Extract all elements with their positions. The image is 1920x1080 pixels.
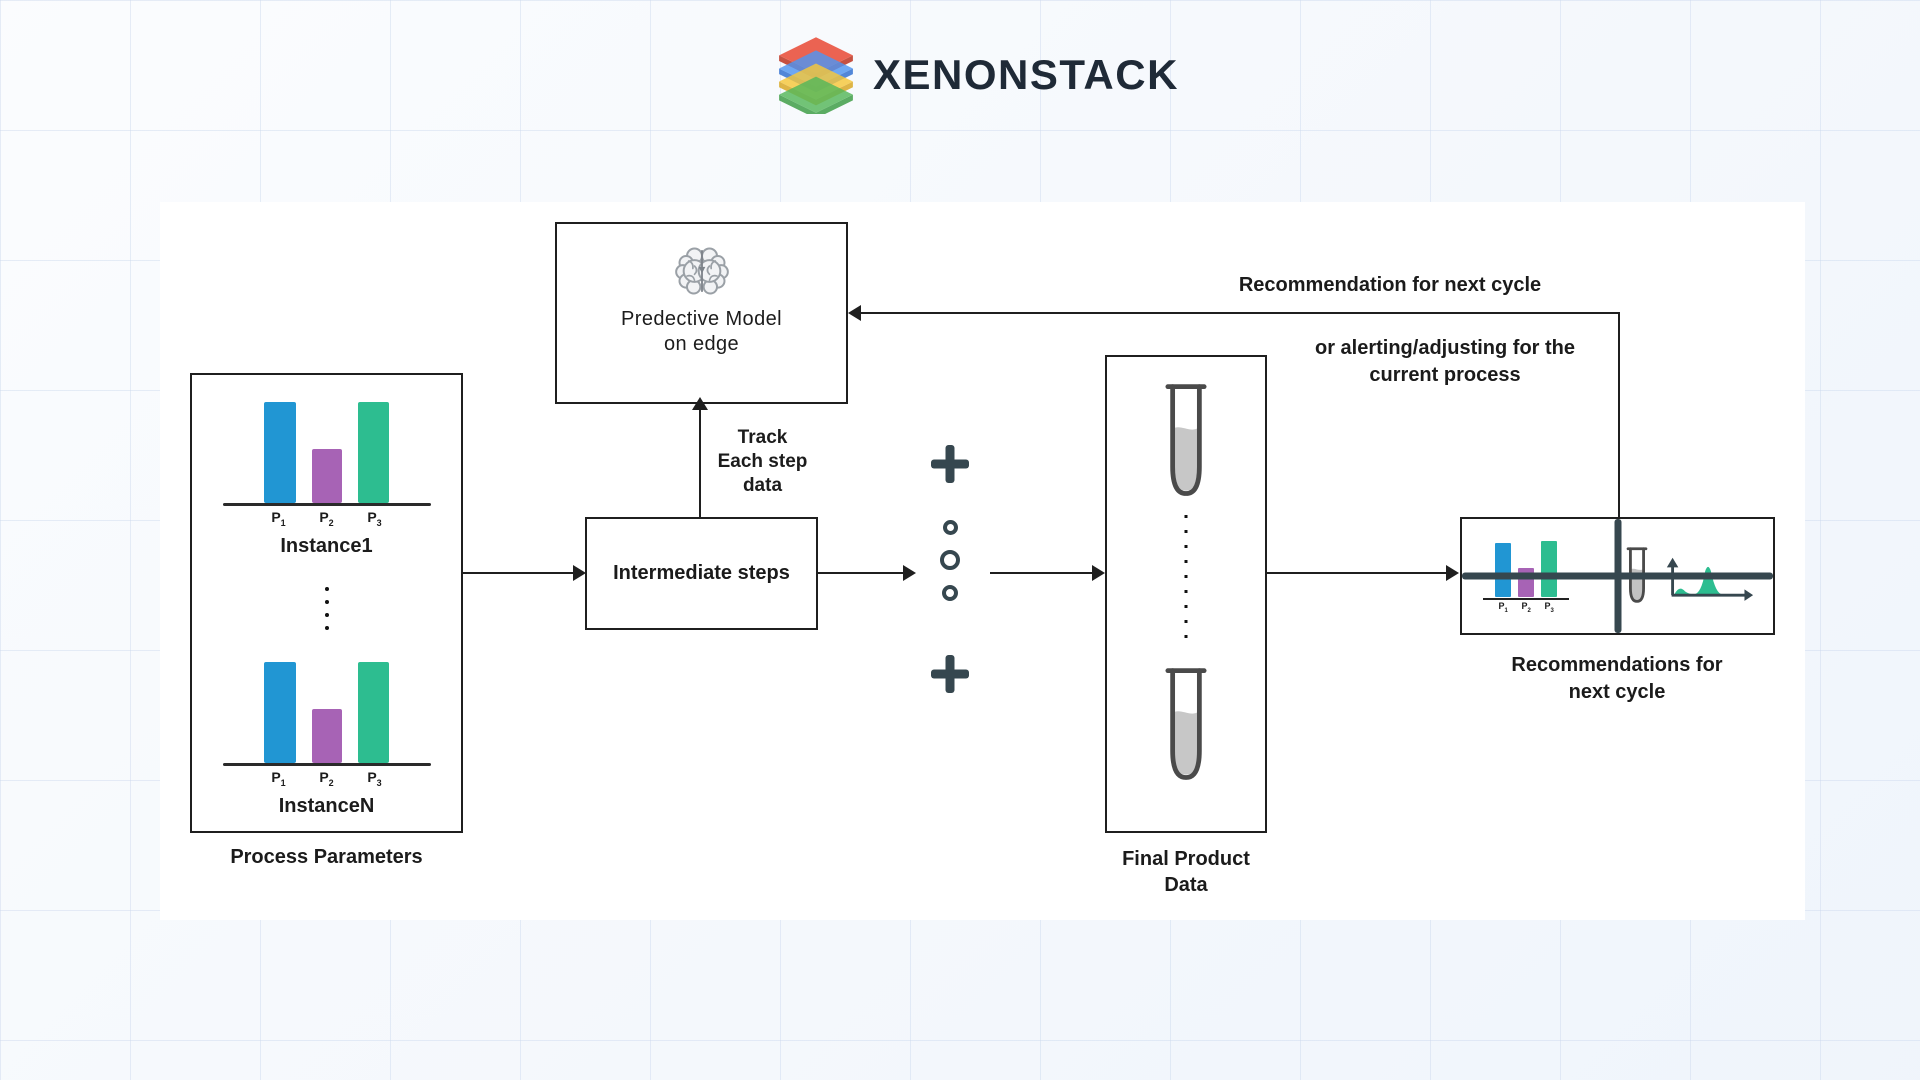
feedback-arrow-horizontal (858, 312, 1620, 314)
process-parameters-box: P1 P2 P3 Instance1 P1 P2 P3 InstanceN (190, 373, 463, 833)
plus-icon-small (1583, 562, 1611, 590)
flow-arrowhead-1 (573, 565, 586, 581)
instanceN-chart: P1 P2 P3 InstanceN (192, 661, 461, 818)
flow-arrowhead-3 (1092, 565, 1105, 581)
predictive-model-label: Predective Model on edge (621, 308, 782, 355)
diagram-canvas: P1 P2 P3 Instance1 P1 P2 P3 InstanceN Pr… (160, 202, 1805, 920)
predictive-model-box: Predective Model on edge (555, 222, 848, 404)
bar-p1 (264, 662, 296, 763)
p-labels: P1 P2 P3 (192, 769, 461, 788)
test-tube-icon-bottom (1165, 668, 1207, 780)
final-product-label: Final Product Data (1122, 848, 1250, 896)
p-label-2: P2 (319, 769, 334, 788)
mini-bar-p3 (1541, 540, 1557, 597)
feedback-alerting-label: or alerting/adjusting for the current pr… (1314, 337, 1575, 386)
instanceN-label: InstanceN (278, 794, 375, 817)
p-label-3: P3 (367, 509, 382, 528)
feedback-arrowhead (848, 305, 861, 321)
circle-icon (940, 550, 960, 570)
chart-axis (222, 503, 431, 506)
xenonstack-logo: XENONSTACK (775, 36, 1179, 114)
recommendations-box: P1 P2 P3 (1460, 517, 1775, 635)
more-steps-group (920, 445, 980, 695)
step-circles (920, 520, 980, 601)
p-label-1: P1 (271, 769, 286, 788)
bar-p3 (358, 662, 389, 763)
p-label-2: P2 (319, 509, 334, 528)
track-arrowhead (692, 397, 708, 410)
feedback-recommendation-label: Recommendation for next cycle (1238, 274, 1542, 296)
bar-p3 (358, 402, 389, 503)
track-arrow-line (699, 407, 701, 517)
process-parameters-label: Process Parameters (230, 846, 423, 868)
bar-p1 (264, 402, 296, 503)
instance1-chart: P1 P2 P3 Instance1 (192, 401, 461, 558)
p-labels: P1 P2 P3 (192, 509, 461, 528)
instance-ellipsis-dots (192, 587, 461, 630)
p-label-1: P1 (271, 509, 286, 528)
bar-p2 (312, 449, 342, 503)
circle-icon (942, 585, 958, 601)
intermediate-steps-label: Intermediate steps (613, 562, 790, 584)
chart-axis (1483, 597, 1569, 600)
logo-stack-icon (779, 37, 853, 114)
chart-axis (222, 763, 431, 766)
flow-arrowhead-2 (903, 565, 916, 581)
flow-arrow-final-to-recommendations (1267, 572, 1447, 574)
plus-icon-bottom (931, 655, 969, 693)
test-tube-icon-top (1165, 384, 1207, 496)
bar-p2 (312, 709, 342, 763)
instance1-bars (192, 401, 461, 503)
feedback-arrow-vertical (1618, 312, 1620, 517)
final-product-box (1105, 355, 1267, 833)
brain-icon (674, 247, 729, 295)
flow-arrowhead-4 (1446, 565, 1459, 581)
brand-text: XENONSTACK (873, 51, 1179, 98)
intermediate-steps-box: Intermediate steps (585, 517, 818, 630)
circle-icon (942, 520, 958, 535)
mini-bar-p1 (1495, 542, 1511, 597)
p-label-3: P3 (367, 769, 382, 788)
plus-icon-top (931, 445, 969, 483)
instanceN-bars (192, 661, 461, 763)
flow-arrow-params-to-intermediate (463, 572, 575, 574)
distribution-curve-icon (1666, 557, 1754, 601)
track-label: Track Each step data (717, 427, 808, 496)
flow-arrow-intermediate-to-steps (818, 572, 904, 574)
dotted-ellipsis (1184, 515, 1188, 638)
recommendations-label: Recommendations for next cycle (1511, 654, 1723, 703)
p-labels: P1 P2 P3 (1498, 600, 1554, 614)
flow-arrow-steps-to-final (990, 572, 1093, 574)
instance1-label: Instance1 (280, 534, 373, 557)
